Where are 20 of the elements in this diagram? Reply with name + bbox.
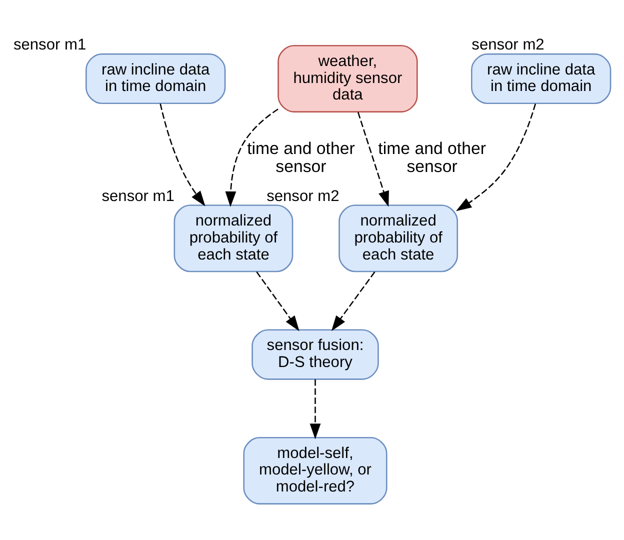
node-box: sensor fusion: D-S theory	[252, 328, 379, 380]
node-box: raw incline data in time domain	[86, 52, 226, 104]
edge-label: time and other sensor	[247, 138, 355, 176]
node-box: weather, humidity sensor data	[278, 44, 418, 112]
edge-label: time and other sensor	[378, 138, 486, 176]
arrow	[357, 112, 389, 206]
arrow	[256, 271, 300, 331]
arrow	[160, 103, 206, 206]
node-label: sensor m2	[266, 187, 340, 204]
node-label: sensor m1	[13, 36, 86, 54]
node-box: normalized probability of each state	[174, 204, 294, 272]
arrow	[331, 271, 376, 331]
node-box: raw incline data in time domain	[471, 52, 612, 104]
arrow	[310, 378, 321, 439]
node-box: model-self, model-yellow, or model-red?	[243, 436, 388, 504]
node-label: sensor m2	[472, 36, 544, 54]
node-box: normalized probability of each state	[338, 204, 458, 272]
arrow	[225, 108, 278, 207]
node-label: sensor m1	[102, 187, 174, 204]
arrow	[456, 103, 536, 211]
